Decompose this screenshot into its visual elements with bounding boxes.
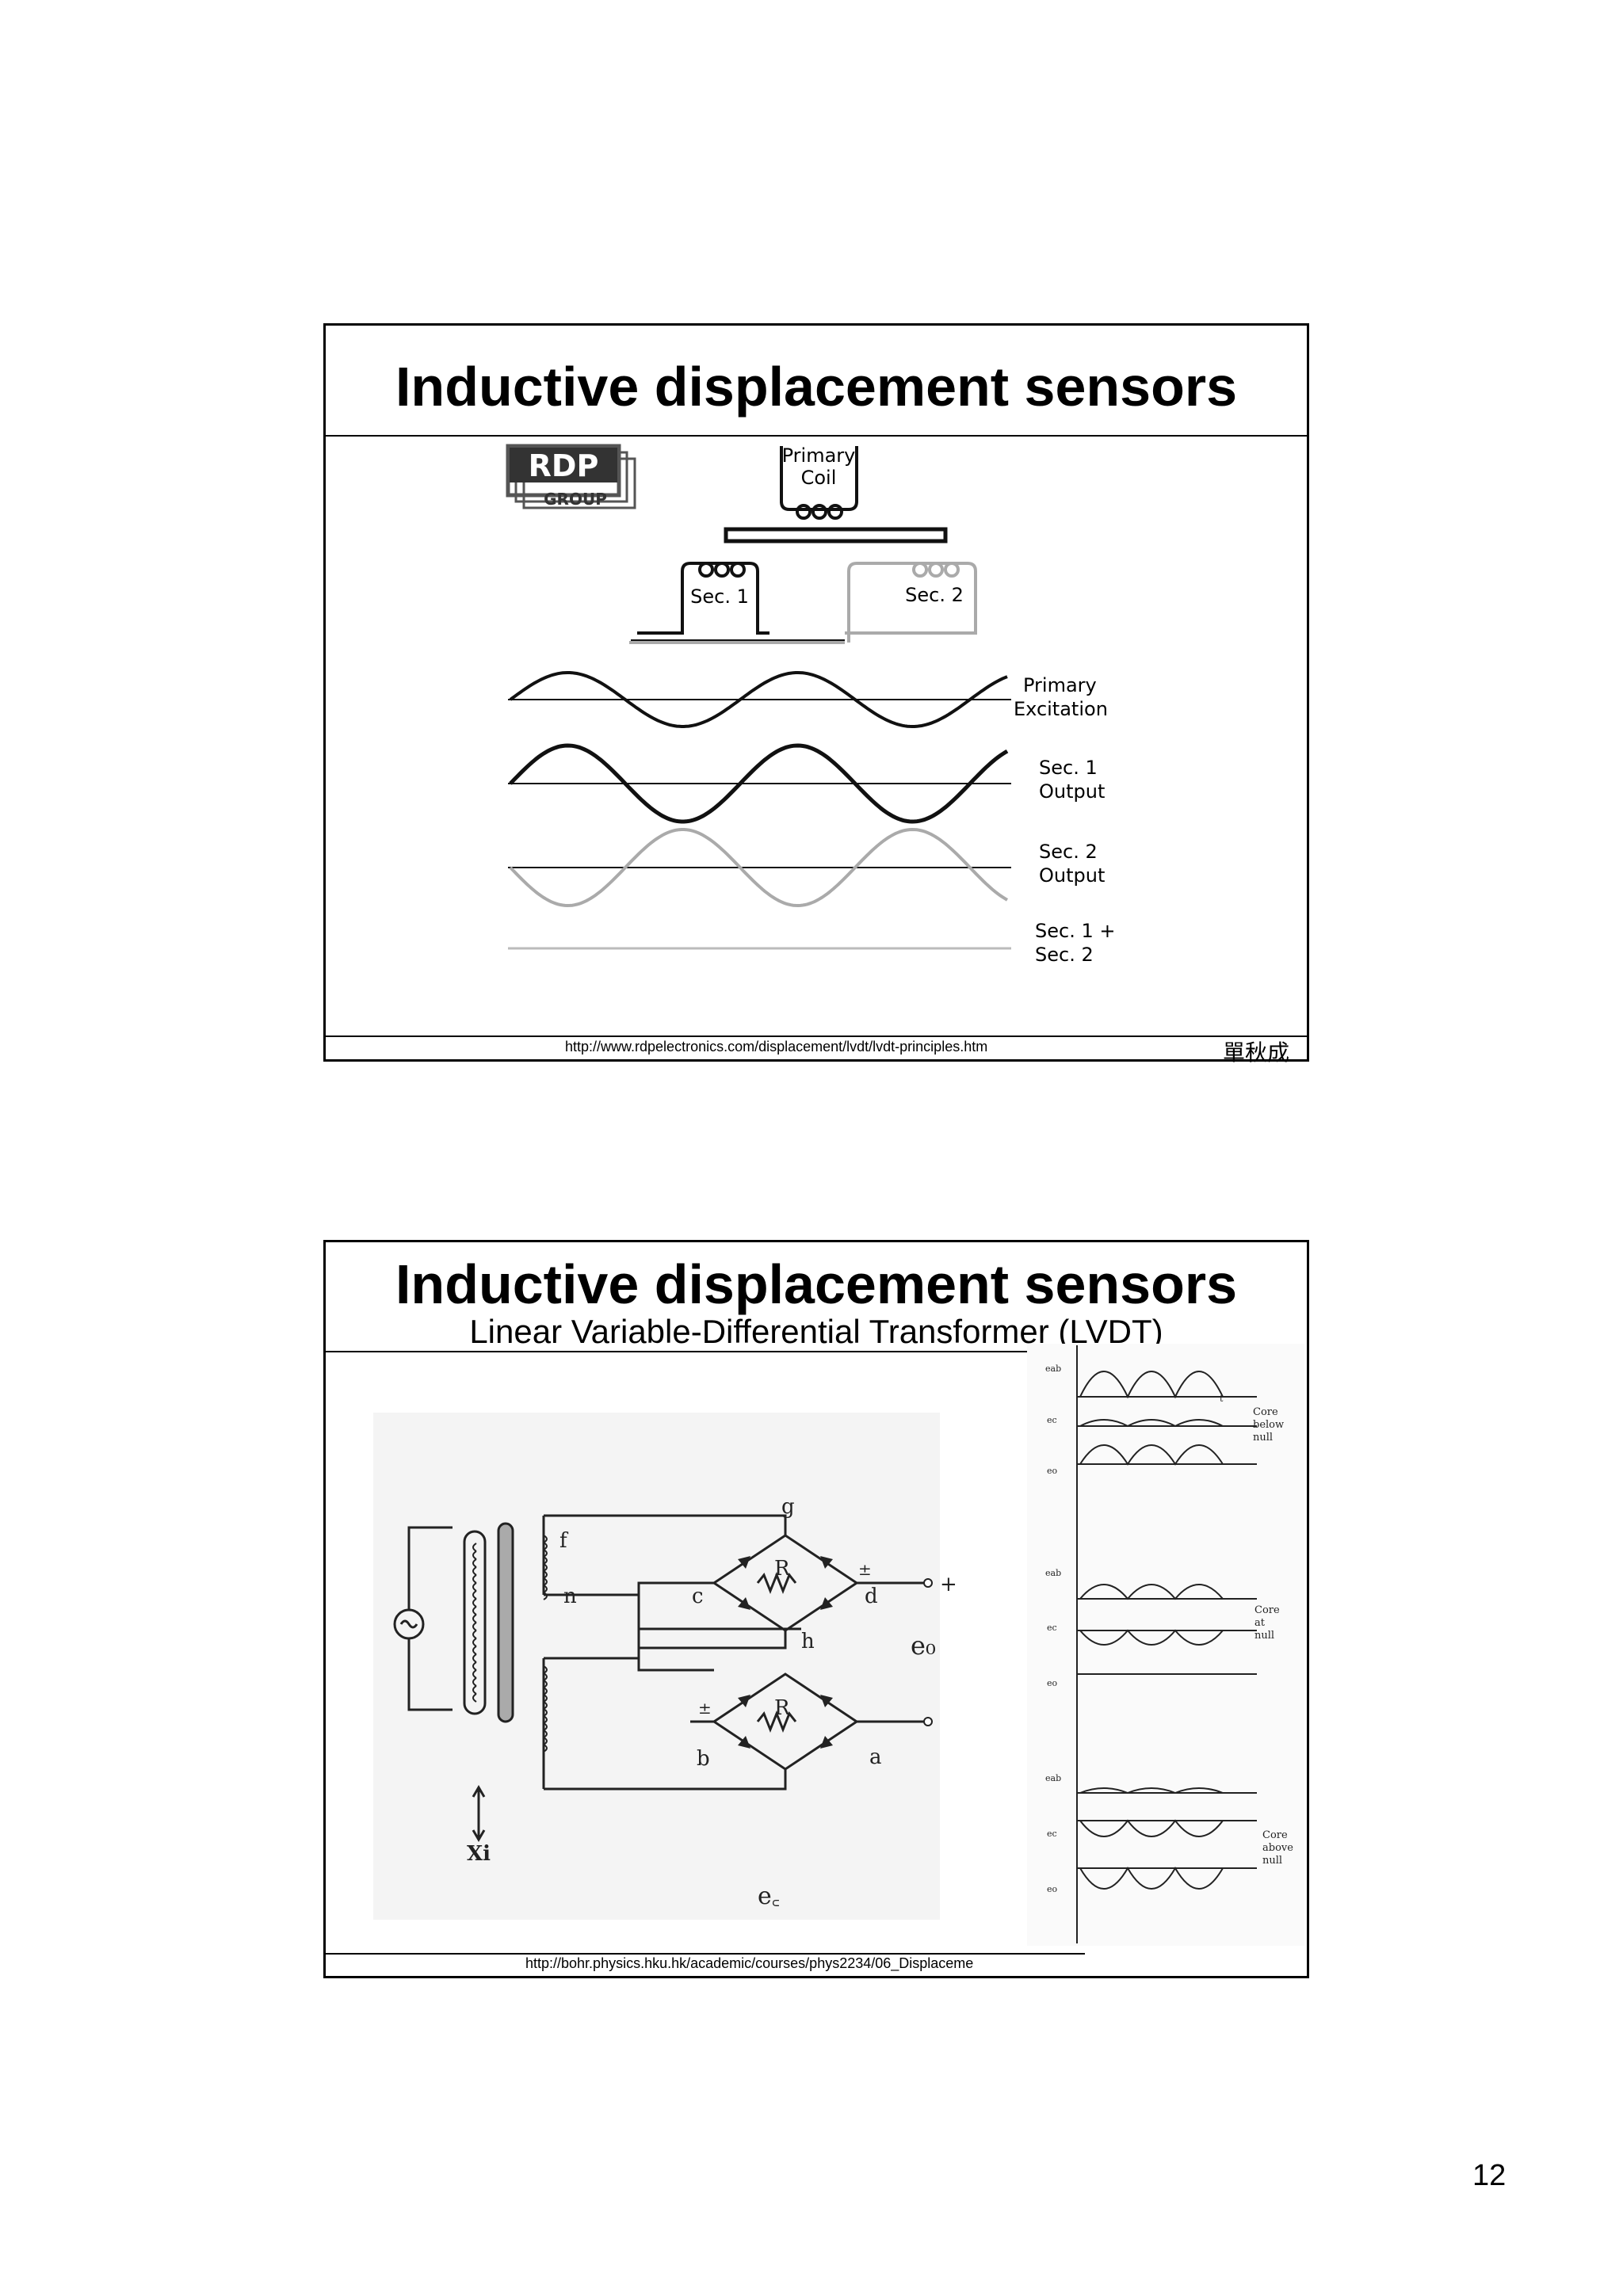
panel1-eab-label: eab <box>1045 1363 1061 1374</box>
core-displacement-label: Xi <box>467 1842 491 1866</box>
node-h-label: h <box>801 1630 815 1653</box>
output-terminal-minus <box>923 1717 933 1726</box>
panel2-eab-label: eab <box>1045 1568 1061 1578</box>
sum-output-label-1: Sec. 1 + <box>1035 920 1115 942</box>
title-divider <box>326 1351 1085 1352</box>
panel3-note-3: null <box>1262 1855 1282 1867</box>
panel1-note-3: null <box>1253 1432 1273 1444</box>
polarity-2-label: ± <box>698 1699 712 1718</box>
node-b-label: b <box>697 1747 710 1771</box>
panel2-note-3: null <box>1254 1630 1274 1642</box>
sec1-output-label-1: Sec. 1 <box>1039 757 1098 779</box>
rdp-group-logo: RDP GROUP <box>506 444 636 509</box>
scan-background <box>373 1413 940 1920</box>
source-url: http://bohr.physics.hku.hk/academic/cour… <box>525 1955 974 1971</box>
panel3-eab-label: eab <box>1045 1773 1061 1783</box>
sec2-output-label-1: Sec. 2 <box>1039 841 1098 863</box>
footer-divider <box>326 1953 1085 1955</box>
node-g-label: g <box>781 1495 795 1519</box>
panel1-ec-label: ec <box>1047 1415 1057 1425</box>
sec2-output-label-2: Output <box>1039 864 1105 887</box>
node-n-label: n <box>563 1585 577 1608</box>
slide-title: Inductive displacement sensors <box>395 1253 1238 1315</box>
panel3-eo-label: eo <box>1047 1884 1058 1894</box>
primary-excitation-label-2: Excitation <box>1014 698 1108 720</box>
panel3-note-2: above <box>1262 1842 1293 1854</box>
resistor-2-label: R <box>774 1696 791 1720</box>
panel2-note-1: Core <box>1254 1604 1280 1616</box>
node-a-label: a <box>869 1745 882 1769</box>
output-plus-label: + <box>940 1573 957 1596</box>
slide-1: Inductive displacement sensors RDP GROUP… <box>323 323 1309 1066</box>
secondary-coil-2 <box>629 562 977 644</box>
lvdt-principle-figure: RDP GROUP Primary Coil Sec. 1 Sec. 2 <box>506 444 1115 966</box>
panel2-ec-label: ec <box>1047 1623 1057 1633</box>
panel3-ec-label: ec <box>1047 1829 1057 1839</box>
bridge-diodes <box>738 1556 833 1749</box>
author-name: 單秋成 <box>1223 1039 1290 1066</box>
sec2-coil-label: Sec. 2 <box>905 584 964 606</box>
slide-subtitle: Linear Variable-Differential Transformer… <box>469 1313 1163 1350</box>
panel1-note-2: below <box>1253 1419 1284 1431</box>
sec1-output-label-2: Output <box>1039 780 1105 803</box>
waveforms <box>508 671 1011 950</box>
sum-output-label-2: Sec. 2 <box>1035 944 1094 966</box>
sec1-coil-label: Sec. 1 <box>690 585 749 608</box>
source-url: http://www.rdpelectronics.com/displaceme… <box>565 1039 988 1055</box>
primary-coil-label-1: Primary <box>782 444 856 467</box>
panel2-eo-label: eo <box>1047 1678 1058 1688</box>
coil-turns <box>472 1535 548 1753</box>
primary-excitation-label-1: Primary <box>1023 674 1097 696</box>
lvdt-circuit <box>393 1514 928 1842</box>
panel2-note-2: at <box>1254 1617 1266 1629</box>
output-terminal-plus <box>923 1578 933 1588</box>
resistor-1-label: R <box>774 1557 791 1581</box>
slide-2: Inductive displacement sensors Linear Va… <box>323 1240 1309 1978</box>
polarity-1-label: ± <box>858 1560 872 1579</box>
panel1-note-1: Core <box>1253 1406 1278 1418</box>
lvdt-core <box>724 527 948 543</box>
logo-text-main: RDP <box>529 448 599 483</box>
panel1-t-label: t <box>1220 1394 1224 1404</box>
primary-coil <box>780 446 858 520</box>
logo-text-sub: GROUP <box>544 490 607 509</box>
slide-title: Inductive displacement sensors <box>395 356 1238 418</box>
panel1-eo-label: eo <box>1047 1466 1058 1476</box>
sec2-output-wave <box>509 827 1009 908</box>
winding-f-label: f <box>559 1529 569 1553</box>
node-d-label: d <box>865 1585 878 1608</box>
footer-divider <box>326 1035 1307 1037</box>
waveform-panels <box>1027 1344 1304 1946</box>
primary-coil-label-2: Coil <box>801 467 837 489</box>
output-voltage-label: e₀ <box>911 1630 936 1661</box>
lvdt-circuit-figure: g f n c d R + ± h e₀ R ± b a Xi e꜀ eab e… <box>373 1344 1304 1946</box>
excitation-voltage-label: e꜀ <box>758 1882 780 1910</box>
page-number: 12 <box>1472 2159 1507 2192</box>
primary-excitation-wave <box>509 671 1008 728</box>
panel3-note-1: Core <box>1262 1829 1288 1841</box>
node-c-label: c <box>692 1585 704 1608</box>
title-divider <box>326 435 1307 437</box>
sec1-output-wave <box>509 743 1009 824</box>
